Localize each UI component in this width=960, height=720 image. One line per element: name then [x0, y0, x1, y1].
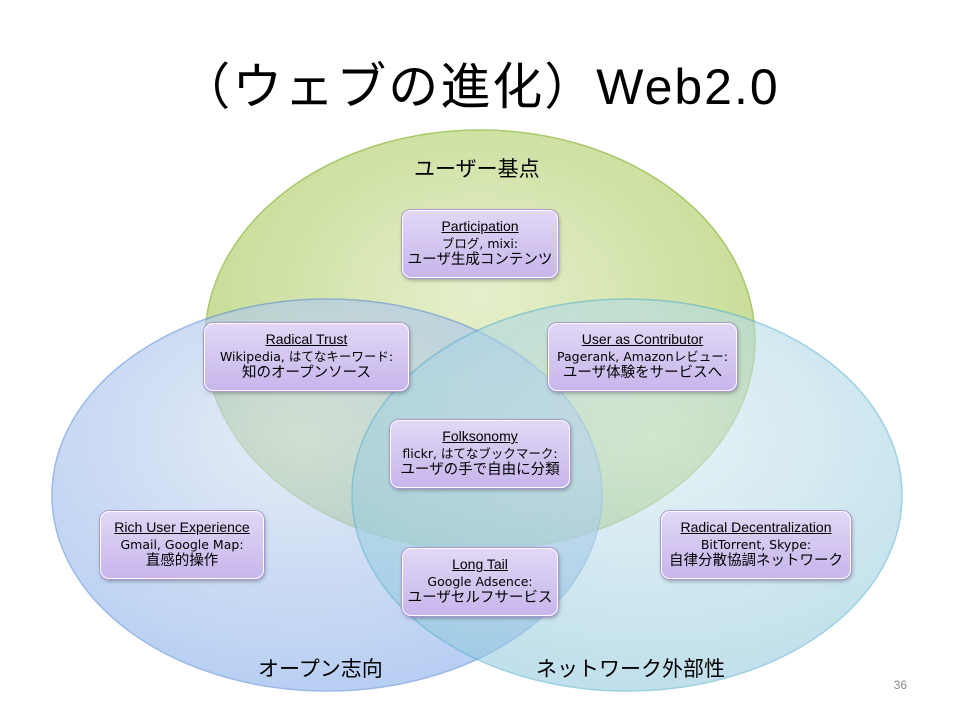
box-description: 知のオープンソース [242, 365, 371, 381]
circle-label-left: オープン志向 [258, 657, 383, 681]
circle-label-top: ユーザー基点 [414, 157, 540, 181]
box-participation: Participation ブログ, mixi: ユーザ生成コンテンツ [402, 210, 558, 278]
box-description: 直感的操作 [145, 553, 219, 569]
box-radical-decentralization: Radical Decentralization BitTorrent, Sky… [661, 511, 851, 579]
box-examples: Google Adsence: [427, 574, 533, 589]
box-description: 自律分散協調ネットワーク [669, 553, 843, 569]
box-examples: flickr, はてなブックマーク: [402, 446, 558, 461]
box-title: Participation [441, 218, 519, 234]
box-radical-trust: Radical Trust Wikipedia, はてなキーワード: 知のオープ… [204, 323, 409, 391]
box-description: ユーザ体験をサービスへ [562, 365, 723, 381]
box-title: Radical Decentralization [680, 519, 832, 535]
box-user-as-contributor: User as Contributor Pagerank, Amazonレビュー… [548, 323, 737, 391]
box-title: Rich User Experience [114, 519, 250, 535]
box-examples: Pagerank, Amazonレビュー: [557, 349, 728, 364]
box-examples: Wikipedia, はてなキーワード: [219, 349, 394, 364]
box-description: ユーザ生成コンテンツ [407, 252, 553, 268]
box-title: Folksonomy [442, 428, 518, 444]
slide-number: 36 [893, 678, 907, 692]
box-examples: BitTorrent, Skype: [700, 537, 812, 552]
box-title: Radical Trust [265, 331, 348, 347]
box-examples: ブログ, mixi: [441, 236, 519, 251]
box-folksonomy: Folksonomy flickr, はてなブックマーク: ユーザの手で自由に分… [390, 420, 570, 488]
box-rich-user-experience: Rich User Experience Gmail, Google Map: … [100, 511, 264, 579]
title-latin: Web2.0 [596, 59, 780, 115]
title-jp: （ウェブの進化） [180, 58, 597, 116]
box-title: Long Tail [452, 556, 508, 572]
box-title: User as Contributor [581, 331, 704, 347]
circle-label-right: ネットワーク外部性 [536, 657, 725, 681]
box-description: ユーザセルフサービス [407, 590, 553, 606]
slide-title: （ウェブの進化）Web2.0 [0, 52, 960, 122]
box-long-tail: Long Tail Google Adsence: ユーザセルフサービス [402, 548, 558, 616]
box-examples: Gmail, Google Map: [120, 537, 244, 552]
box-description: ユーザの手で自由に分類 [400, 462, 560, 478]
